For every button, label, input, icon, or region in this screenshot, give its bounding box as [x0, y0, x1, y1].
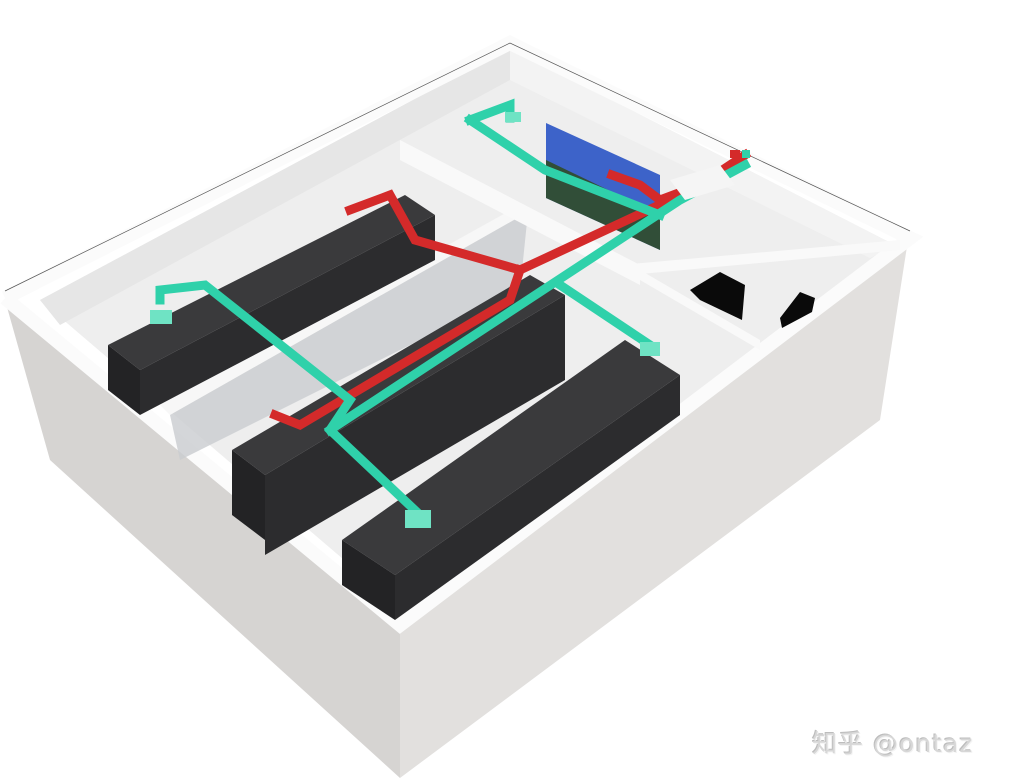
wall-unit — [670, 150, 750, 200]
partitions — [160, 140, 900, 460]
watermark: 知乎 @ontaz — [812, 729, 974, 758]
rack-row-1 — [108, 195, 435, 415]
pipe-caps — [150, 112, 660, 528]
utility-units — [690, 272, 815, 328]
